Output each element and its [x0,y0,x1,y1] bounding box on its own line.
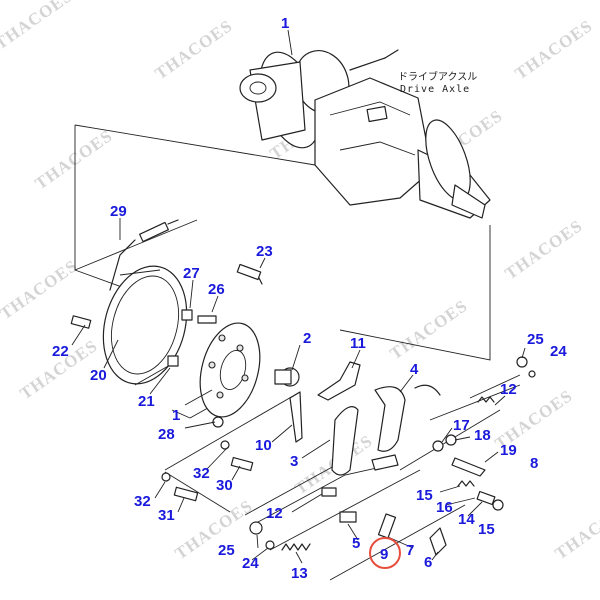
callout-12: 12 [500,381,517,398]
callout-7: 7 [406,542,414,559]
callout-12-lower: 12 [266,505,283,522]
callout-5: 5 [352,535,360,552]
callout-19: 19 [500,442,517,459]
callout-15-right: 15 [478,521,495,538]
callout-4: 4 [410,361,419,378]
callout-8: 8 [530,455,538,472]
watermark: THACOES [551,496,600,563]
callout-11: 11 [350,335,366,352]
callout-1-lower: 1 [172,407,180,424]
callout-25-lower: 25 [218,542,235,559]
callout-2: 2 [303,330,311,347]
callout-1: 1 [281,15,289,32]
callout-25: 25 [527,331,544,348]
watermark: THACOES [151,16,236,83]
callout-24: 24 [550,343,567,360]
callouts: 1 29 23 27 26 22 20 2 21 1 28 11 4 25 24… [52,15,567,582]
callout-3: 3 [290,453,298,470]
callout-27: 27 [183,265,200,282]
callout-28: 28 [158,426,175,443]
watermark: THACOES [501,216,586,283]
callout-15: 15 [416,487,433,504]
watermark: THACOES [0,0,76,53]
callout-6: 6 [424,554,432,571]
drive-axle-label-jp: ドライブアクスル [398,70,477,83]
callout-32-lower: 32 [134,493,151,510]
callout-17: 17 [453,417,470,434]
watermark: THACOES [511,16,596,83]
callout-23: 23 [256,243,273,260]
watermark: THACOES [171,496,256,563]
callout-29: 29 [110,203,127,220]
callout-10: 10 [255,437,272,454]
watermark: THACOES [386,296,471,363]
callout-18: 18 [474,427,491,444]
callout-22: 22 [52,343,69,360]
callout-24-lower: 24 [242,555,259,572]
callout-26: 26 [208,281,225,298]
watermark: THACOES [0,256,81,323]
callout-14: 14 [458,511,475,528]
drive-axle-housing [239,49,491,219]
callout-9: 9 [380,546,388,563]
callout-31: 31 [158,507,175,524]
highlight-ring [369,537,401,569]
callout-16: 16 [436,499,453,516]
callout-20: 20 [90,367,107,384]
callout-21: 21 [138,393,155,410]
brake-drum [102,265,188,386]
brake-shoes [289,361,441,476]
backing-plate [199,322,261,418]
drive-axle-label-en: Drive Axle [400,84,470,95]
callout-30: 30 [216,477,233,494]
watermark: THACOES [31,126,116,193]
callout-32: 32 [193,465,210,482]
callout-13: 13 [291,565,308,582]
small-parts [70,219,536,556]
